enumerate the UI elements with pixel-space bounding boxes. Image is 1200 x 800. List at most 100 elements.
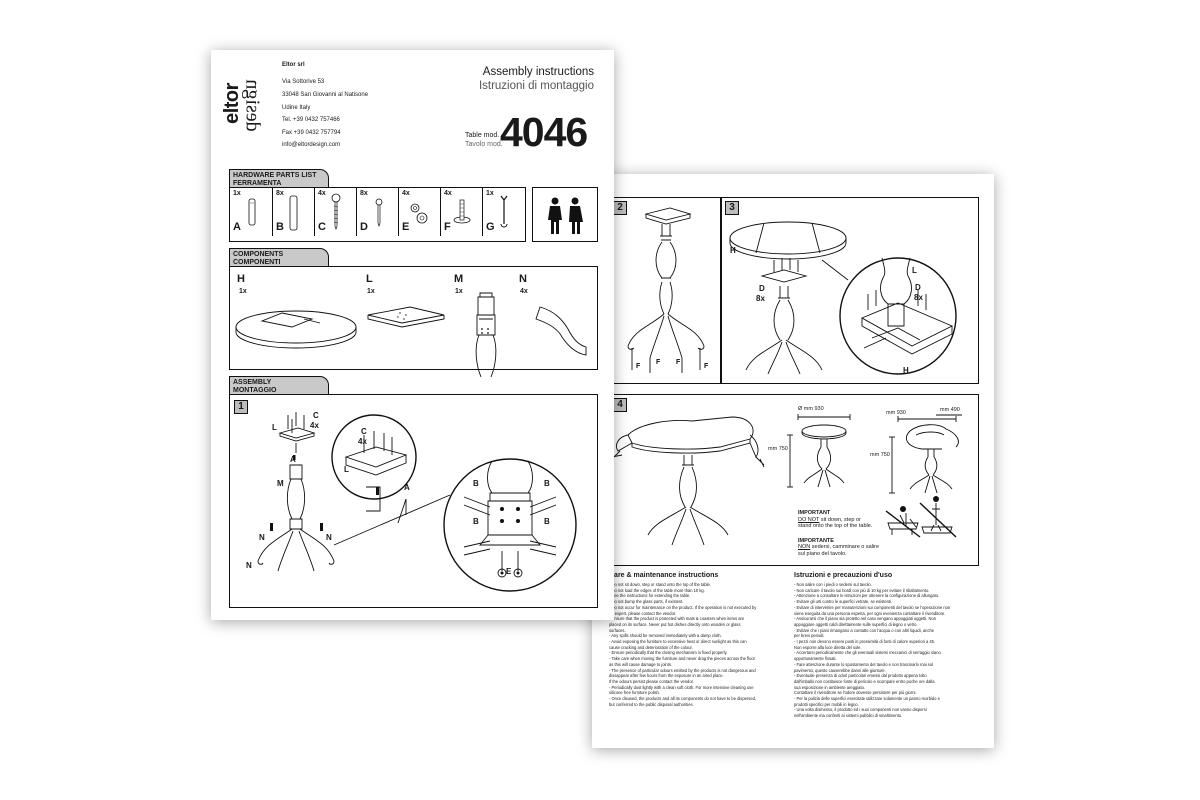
washer-icon [410, 203, 428, 224]
label-m: M [277, 479, 284, 488]
label-n: N [326, 533, 332, 542]
component-qty: 4x [520, 288, 528, 295]
care-item-it: - Fare attenzione durante lo spostamento… [794, 661, 934, 667]
qty-4x: 4x [358, 437, 367, 446]
logo-sub: design [241, 79, 264, 132]
care-item-en: If the odours persist please contact the… [609, 678, 694, 684]
label-b: B [473, 479, 479, 488]
part-g: 1x G [483, 188, 525, 236]
care-section-it: Istruzioni e precauzioni d'uso - Non sal… [794, 572, 974, 719]
page-title-en: Assembly instructions [482, 66, 594, 78]
model-number: 4046 [500, 109, 588, 155]
important-title-it: IMPORTANTE [798, 537, 834, 544]
part-d: 8x D [357, 188, 399, 236]
care-item-en: - Do not load the edges of the table mor… [609, 587, 705, 593]
care-item-it: Contattare il rivenditore se l'odore dov… [794, 690, 917, 696]
label-f: F [676, 359, 681, 366]
dim-height: mm 750 [768, 446, 788, 452]
step-number: 2 [613, 201, 627, 215]
company-email[interactable]: info@eltordesign.com [282, 142, 341, 148]
care-item-en: - The presence of particular odours emit… [609, 667, 756, 673]
care-item-it: viene eseguita da una persona esperta, p… [794, 610, 946, 616]
label-h: H [903, 366, 909, 375]
label-b: B [473, 517, 479, 526]
important-neg-it: NON [798, 544, 811, 550]
components-title-it: COMPONENTI [233, 258, 281, 266]
assembly-title-en: ASSEMBLY [233, 379, 272, 386]
step-4-illustration [611, 414, 962, 546]
important-text-it: sul piano del tavolo. [798, 550, 847, 557]
part-letter: A [233, 221, 241, 233]
qty-4x: 4x [310, 421, 319, 430]
important-title-en: IMPORTANT [798, 510, 831, 516]
care-item-en: - Periodically dust lightly with a clean… [609, 684, 754, 690]
part-qty: 1x [233, 190, 241, 197]
care-item-en: - See the instructions for extending the… [609, 593, 691, 599]
care-item-en: but conferred to the public disposal aut… [609, 701, 694, 707]
part-b: 8x B [273, 188, 315, 236]
two-persons-icon [548, 197, 583, 234]
care-item-it: Non esporre alla luce diretta del sole. [794, 644, 862, 650]
care-title-it: Istruzioni e precauzioni d'uso [794, 572, 893, 579]
label-l: L [912, 266, 917, 275]
company-address: 33048 San Giovanni al Natisone [282, 92, 369, 98]
step-number: 3 [725, 201, 739, 215]
care-item-it: sua esposizione in ambiente areggiato. [794, 684, 866, 690]
page-title-it: Istruzioni di montaggio [478, 80, 594, 92]
care-item-it: - I pezzi non devono essere posti in pro… [794, 639, 936, 645]
care-item-it: - Assicurarsi che il piano sia protetto … [794, 616, 937, 622]
care-item-it: - Non salire con i piedi o sedersi sul t… [794, 582, 872, 587]
step-1-panel: 1 L C 4x A M N N N C 4x L A B B B B E [229, 394, 598, 608]
component-letter-n: N [519, 273, 527, 285]
care-item-en: - Do not bump the glass parts, if existe… [609, 599, 684, 605]
care-item-en: - Any spills should be removed immediate… [609, 633, 722, 639]
care-item-en: dissappear after few hours from the expo… [609, 673, 724, 679]
assembly-title-it: MONTAGGIO [233, 386, 277, 394]
care-item-en: - Avoid exposing the furniture to excess… [609, 639, 747, 645]
care-item-en: surfaces. [609, 627, 626, 633]
step-2-panel: 2 F F F F [609, 197, 721, 384]
model-label-en: Table mod. [465, 132, 500, 139]
care-item-it: per brevi periodi. [794, 633, 825, 639]
instruction-sheet-2: 2 F F F F 3 H D 8x D 8x [592, 174, 994, 748]
company-address: Udine Italy [282, 105, 311, 111]
part-letter: B [276, 221, 284, 233]
care-item-it: - Evitare gli urti contro le superfici v… [794, 599, 893, 605]
care-list-it: - Non salire con i piedi o sedersi sul t… [794, 582, 974, 719]
component-qty: 1x [455, 288, 463, 295]
part-letter: F [444, 221, 451, 233]
part-qty: 8x [276, 190, 284, 197]
label-n: N [259, 533, 265, 542]
label-a: A [404, 483, 410, 492]
care-item-it: - Accertarsi periodicamente che gli even… [794, 650, 941, 656]
care-list-en: - Do not sit down, step or stand onto th… [609, 582, 789, 707]
care-item-en: placed on its surface. Never put hot dis… [609, 621, 741, 627]
care-item-it: - Per la pulizia delle superfici esercit… [794, 696, 940, 702]
company-phone: Tel. +39 0432 757466 [282, 117, 340, 123]
label-c: C [361, 427, 367, 436]
part-letter: E [402, 221, 410, 233]
care-item-en: silicone free furniture polish. [609, 690, 660, 696]
important-text-en: sit down, step or [819, 516, 861, 523]
care-item-en: cause cracking and deterioration of the … [609, 644, 693, 650]
part-qty: 4x [318, 190, 326, 197]
part-c: 4x C [315, 188, 357, 236]
care-item-en: - Ensure periodically that the closing m… [609, 650, 728, 656]
hardware-parts-list: 1x A 8x B 4x C 8x D 4x E 4x F [229, 187, 526, 242]
care-item-it: appoggiare oggetti caldi direttamente su… [794, 621, 918, 627]
label-a: A [290, 455, 296, 464]
care-item-it: nell'ambiente ma conferiti ai sistemi pu… [794, 713, 903, 719]
part-qty: 4x [402, 190, 410, 197]
step-4-panel: 4 Ø mm 930 mm 750 mm 930 mm 490 mm 750 I… [609, 394, 979, 566]
important-neg-en: DO NOT [798, 516, 820, 523]
care-item-it: prodotti specifici per mobili in legno. [794, 701, 859, 707]
part-e: 4x E [399, 188, 441, 236]
care-item-it: - Eventuale presenza di odori particolar… [794, 673, 927, 679]
component-letter-m: M [454, 273, 464, 285]
hardware-title-it: FERRAMENTA [233, 179, 282, 187]
care-item-it: - Una volta dismesso, il prodotto ed i s… [794, 707, 927, 713]
care-item-en: - Do not occur for maintenance on the pr… [609, 604, 757, 610]
screw-icon [331, 193, 341, 231]
dim-width-closed: mm 490 [940, 407, 960, 413]
label-l: L [344, 465, 349, 474]
